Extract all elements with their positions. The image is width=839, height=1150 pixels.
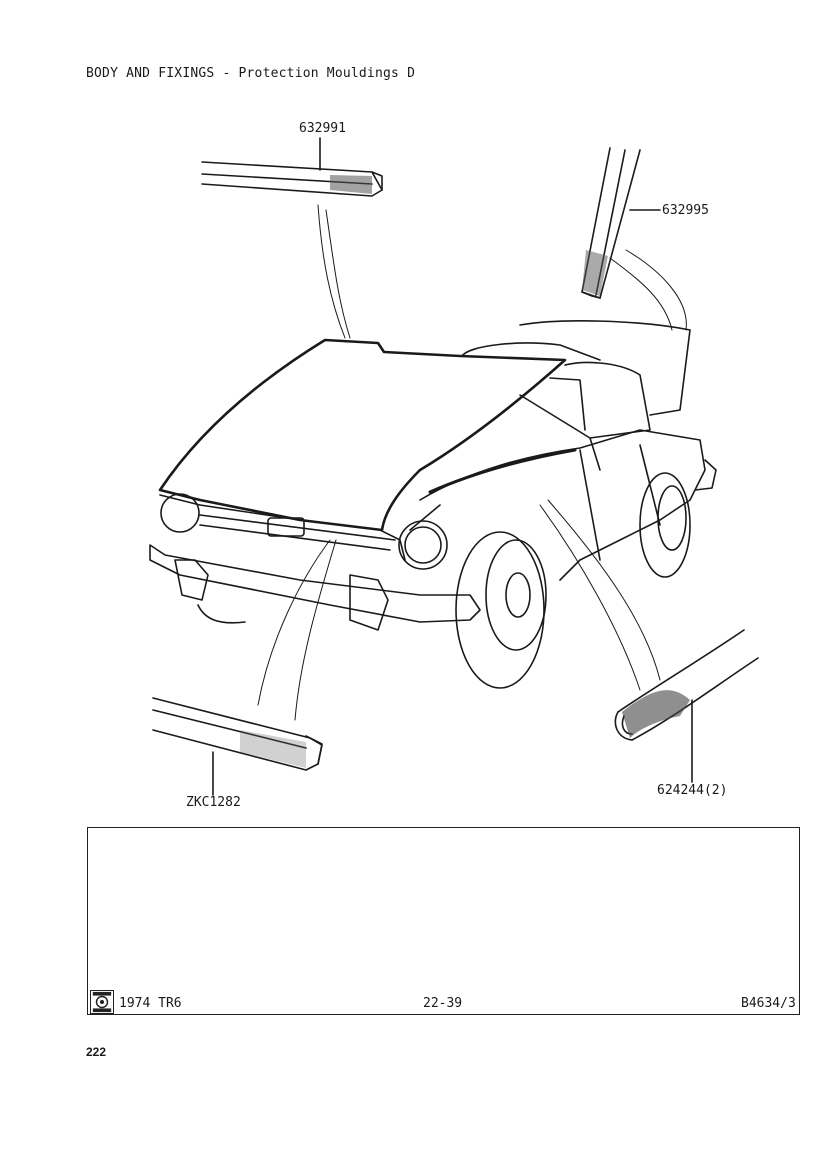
info-box <box>87 827 800 1015</box>
footer-reference: B4634/3 <box>741 996 796 1011</box>
page-number: 222 <box>86 1045 107 1059</box>
part-number-top: 632991 <box>299 121 346 136</box>
moulding-front-piece <box>152 697 323 796</box>
part-number-right: 632995 <box>662 203 709 218</box>
car-body <box>149 320 717 689</box>
page-title: BODY AND FIXINGS - Protection Mouldings … <box>86 66 416 81</box>
moulding-right-piece <box>581 147 661 299</box>
moulding-wheelarch-piece <box>614 629 759 783</box>
footer-model: 1974 TR6 <box>119 996 182 1011</box>
british-leyland-logo-icon <box>90 990 114 1014</box>
footer-plate: 22-39 <box>423 996 463 1011</box>
moulding-top-piece <box>201 137 383 197</box>
part-number-front: ZKC1282 <box>186 795 241 810</box>
part-number-wheel-arch: 624244(2) <box>657 783 728 798</box>
